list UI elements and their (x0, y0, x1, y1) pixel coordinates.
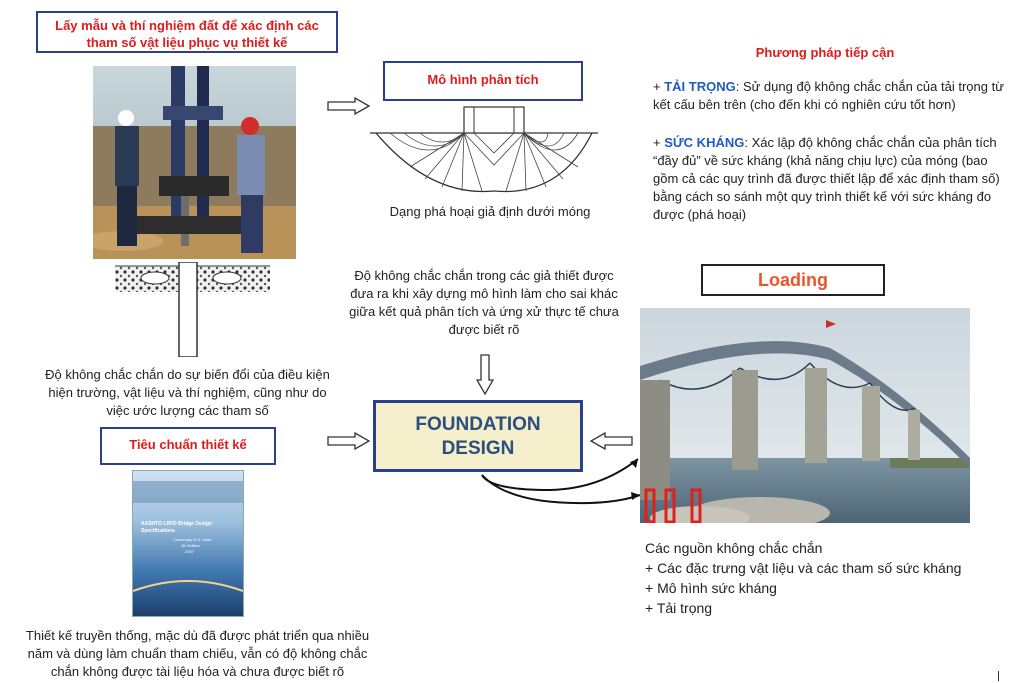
approach-load-text: : Sử dụng độ không chắc chắn của tải trọ… (653, 79, 1004, 112)
design-standard-title: Tiêu chuẩn thiết kế (129, 437, 247, 452)
book-edition: 4th Edition (181, 543, 200, 548)
soil-sample-sketch (115, 261, 270, 358)
sources-item: + Mô hình sức kháng (645, 580, 777, 596)
arrow-right-icon (327, 432, 371, 450)
arrow-right-icon (327, 97, 371, 115)
sources-item: + Các đặc trưng vật liệu và các tham số … (645, 560, 962, 576)
aashto-book-cover: AASHTO LRFD Bridge Design Specifications… (132, 470, 244, 617)
book-title: AASHTO LRFD Bridge Design Specifications (141, 521, 213, 534)
approach-load: + TẢI TRỌNG: Sử dụng độ không chắc chắn … (653, 78, 1013, 114)
drilling-photo (93, 66, 296, 259)
loading-label: Loading (758, 270, 828, 290)
foundation-line1: FOUNDATION (415, 414, 541, 435)
analysis-model-title: Mô hình phân tích (427, 72, 539, 87)
sources-title: Các nguồn không chắc chắn (645, 540, 823, 556)
approach-resist-keyword: SỨC KHÁNG (664, 135, 745, 150)
design-standard-box: Tiêu chuẩn thiết kế (100, 427, 276, 465)
arrow-left-icon (589, 432, 633, 450)
arrow-down-icon (476, 354, 494, 396)
sources-item: + Tải trọng (645, 600, 713, 616)
sampling-caption: Độ không chắc chắn do sự biến đổi của đi… (45, 367, 330, 418)
approach-resist-text: : Xác lập độ không chắc chắn của phân tí… (653, 135, 1000, 222)
approach-load-keyword: TẢI TRỌNG (664, 79, 736, 94)
bridge-photo (640, 308, 970, 523)
curved-arrows (470, 445, 650, 515)
book-sub: Customary U.S. Units (173, 537, 212, 542)
assumptions-text: Độ không chắc chắn trong các giả thiết đ… (349, 268, 619, 337)
loading-box: Loading (701, 264, 885, 296)
analysis-model-box: Mô hình phân tích (383, 61, 583, 101)
failure-mode-diagram (370, 105, 598, 197)
book-year: 2007 (185, 549, 194, 554)
approach-resist-prefix: + (653, 135, 665, 150)
design-standard-caption: Thiết kế truyền thống, mặc dù đã được ph… (25, 628, 370, 679)
text-cursor-icon (998, 671, 999, 681)
foundation-line2: DESIGN (441, 438, 515, 459)
approach-load-prefix: + (653, 79, 665, 94)
sources-block: Các nguồn không chắc chắn + Các đặc trưn… (645, 538, 1005, 618)
sampling-title: Lấy mẫu và thí nghiệm đất để xác định cá… (55, 18, 319, 50)
foundation-design-box: FOUNDATION DESIGN (373, 400, 583, 472)
sampling-title-box: Lấy mẫu và thí nghiệm đất để xác định cá… (36, 11, 338, 53)
analysis-model-caption: Dạng phá hoại giả định dưới móng (389, 204, 591, 219)
approach-resistance: + SỨC KHÁNG: Xác lập độ không chắc chắn … (653, 134, 1013, 224)
approach-title: Phương pháp tiếp cận (755, 45, 895, 60)
